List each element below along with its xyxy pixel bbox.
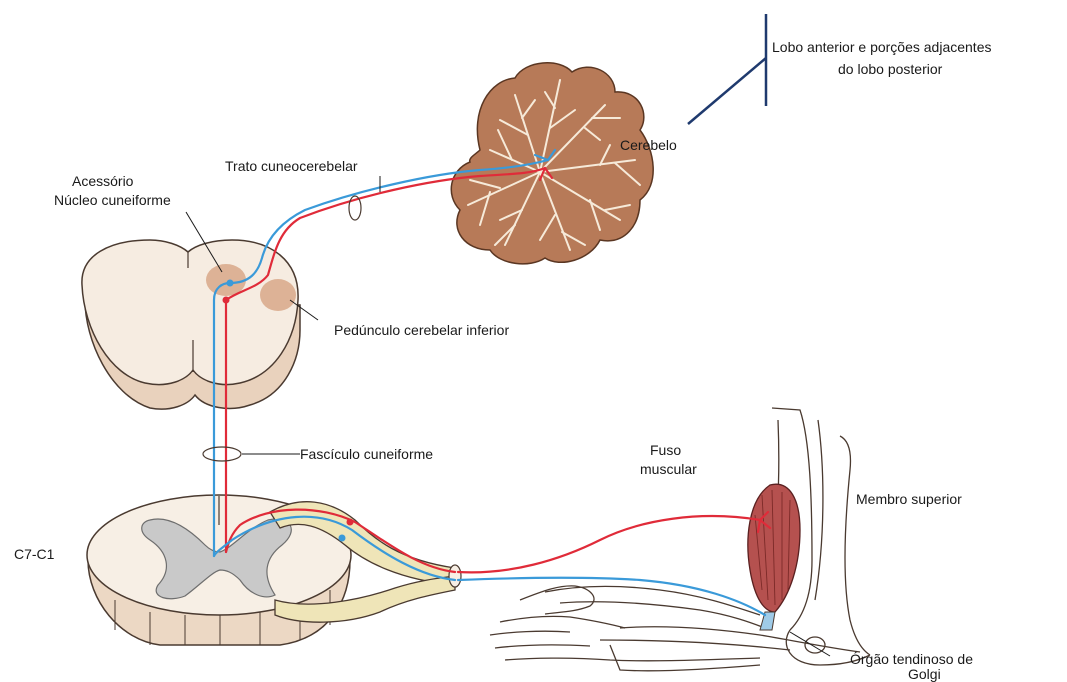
medulla-section bbox=[82, 240, 300, 409]
label-fuso-line1: Fuso bbox=[650, 441, 681, 459]
label-acessorio: Acessório bbox=[72, 172, 133, 190]
fasciculo-oval bbox=[203, 447, 241, 461]
label-cerebelo: Cerebelo bbox=[620, 136, 677, 154]
label-lobo-line2: do lobo posterior bbox=[838, 60, 942, 78]
label-trato-cuneocerebelar: Trato cuneocerebelar bbox=[225, 157, 358, 175]
label-fasciculo-cuneiforme: Fascículo cuneiforme bbox=[300, 445, 433, 463]
label-nucleo-cuneiforme: Núcleo cuneiforme bbox=[54, 191, 171, 209]
label-golgi-line2: Golgi bbox=[908, 668, 941, 680]
label-peduncle: Pedúnculo cerebelar inferior bbox=[334, 321, 509, 339]
label-membro-superior: Membro superior bbox=[856, 490, 962, 508]
cerebellum bbox=[451, 63, 653, 264]
label-fuso-line2: muscular bbox=[640, 460, 697, 478]
label-lobo-line1: Lobo anterior e porções adjacentes bbox=[772, 38, 991, 56]
lobe-pointer bbox=[688, 14, 766, 124]
label-c7-c1: C7-C1 bbox=[14, 545, 54, 563]
